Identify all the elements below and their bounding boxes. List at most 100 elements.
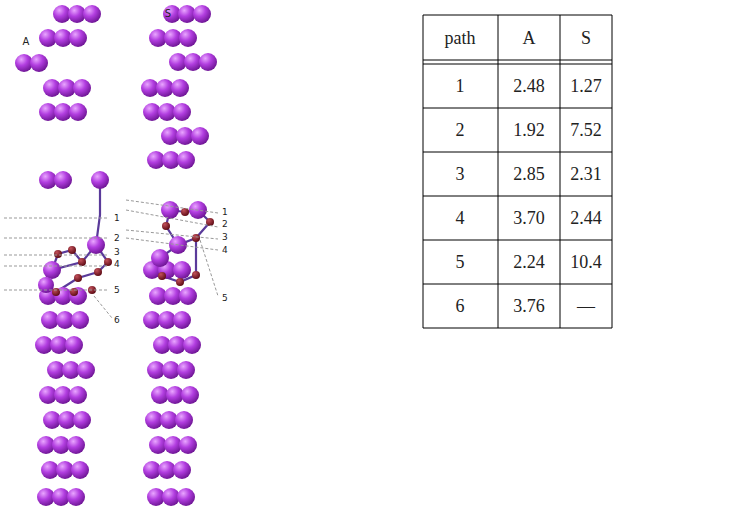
atom: [179, 436, 197, 454]
callout-number: 1: [222, 208, 228, 217]
atom: [65, 336, 83, 354]
small-atom: [94, 268, 102, 276]
callout-number: 1: [114, 214, 120, 223]
small-atom: [176, 278, 184, 286]
atom: [193, 5, 211, 23]
small-atom: [68, 246, 76, 254]
table-cell: 6: [456, 297, 465, 315]
table-rule: [423, 328, 612, 329]
atom: [177, 151, 195, 169]
atom: [173, 461, 191, 479]
table-cell: 2: [456, 121, 465, 139]
atom: [91, 171, 109, 189]
small-atom: [78, 258, 86, 266]
path-planes: [4, 200, 218, 318]
small-atom: [192, 234, 200, 242]
table-rule: [560, 15, 561, 328]
small-atom: [104, 258, 112, 266]
table-rule: [423, 240, 612, 241]
table-cell: 7.52: [570, 121, 602, 139]
table-cell: 2.24: [513, 253, 545, 271]
table-rule: [423, 60, 612, 61]
table-rule: [423, 15, 424, 328]
callout-number: 2: [114, 234, 120, 243]
atom: [69, 29, 87, 47]
table-cell: S: [581, 29, 591, 47]
atom: [67, 488, 85, 506]
small-atom: [162, 222, 170, 230]
atom: [175, 411, 193, 429]
table-cell: 2.85: [513, 165, 545, 183]
atom: [87, 236, 105, 254]
table-cell: 5: [456, 253, 465, 271]
atom: [177, 488, 195, 506]
atom: [67, 436, 85, 454]
callout-number: 4: [222, 246, 228, 255]
atom: [151, 249, 169, 267]
atom: [191, 127, 209, 145]
atom: [69, 386, 87, 404]
atom: [73, 79, 91, 97]
atom: [171, 79, 189, 97]
atom: [43, 261, 61, 279]
atom: [183, 336, 201, 354]
callout-number: 3: [222, 233, 228, 242]
table-cell: 1.92: [513, 121, 545, 139]
atom: [173, 103, 191, 121]
panel-label: S: [165, 9, 171, 19]
callout-number: 4: [114, 260, 120, 269]
atom: [181, 386, 199, 404]
table-cell: 2.48: [513, 77, 545, 95]
callout-number: 2: [222, 220, 228, 229]
atom: [54, 171, 72, 189]
atom: [73, 411, 91, 429]
table-cell: 4: [456, 209, 465, 227]
callout-number: 5: [114, 286, 120, 295]
atom: [38, 277, 54, 293]
small-atom: [70, 288, 78, 296]
atom: [30, 54, 48, 72]
table-rule: [423, 15, 612, 16]
table-cell: 3.76: [513, 297, 545, 315]
table-rule: [612, 15, 613, 328]
small-atom: [158, 272, 166, 280]
small-atom: [74, 274, 82, 282]
atom: [71, 461, 89, 479]
table-cell: 2.31: [570, 165, 602, 183]
atom: [71, 311, 89, 329]
atom: [179, 29, 197, 47]
atom: [173, 311, 191, 329]
table-cell: 1: [456, 77, 465, 95]
table-cell: A: [523, 29, 536, 47]
atom: [173, 261, 191, 279]
atom: [199, 53, 217, 71]
atom: [69, 103, 87, 121]
callout-number: 5: [222, 294, 228, 303]
table-rule: [423, 64, 612, 65]
atom: [83, 5, 101, 23]
callout-number: 6: [114, 316, 120, 325]
table-rule: [423, 152, 612, 153]
small-atom: [192, 271, 200, 279]
panel-label: A: [23, 37, 30, 47]
table-cell: 3.70: [513, 209, 545, 227]
small-atom: [54, 250, 62, 258]
atom: [179, 287, 197, 305]
table-rule: [498, 15, 499, 328]
table-cell: 3: [456, 165, 465, 183]
atom: [77, 361, 95, 379]
table-cell: 10.4: [570, 253, 602, 271]
table-cell: —: [577, 297, 595, 315]
table-rule: [423, 284, 612, 285]
table-rule: [423, 108, 612, 109]
small-atom: [52, 288, 60, 296]
table-cell: path: [445, 29, 476, 47]
table-rule: [423, 196, 612, 197]
atom: [177, 361, 195, 379]
table-cell: 1.27: [570, 77, 602, 95]
atom: [161, 201, 179, 219]
table-cell: 2.44: [570, 209, 602, 227]
callout-number: 3: [114, 248, 120, 257]
